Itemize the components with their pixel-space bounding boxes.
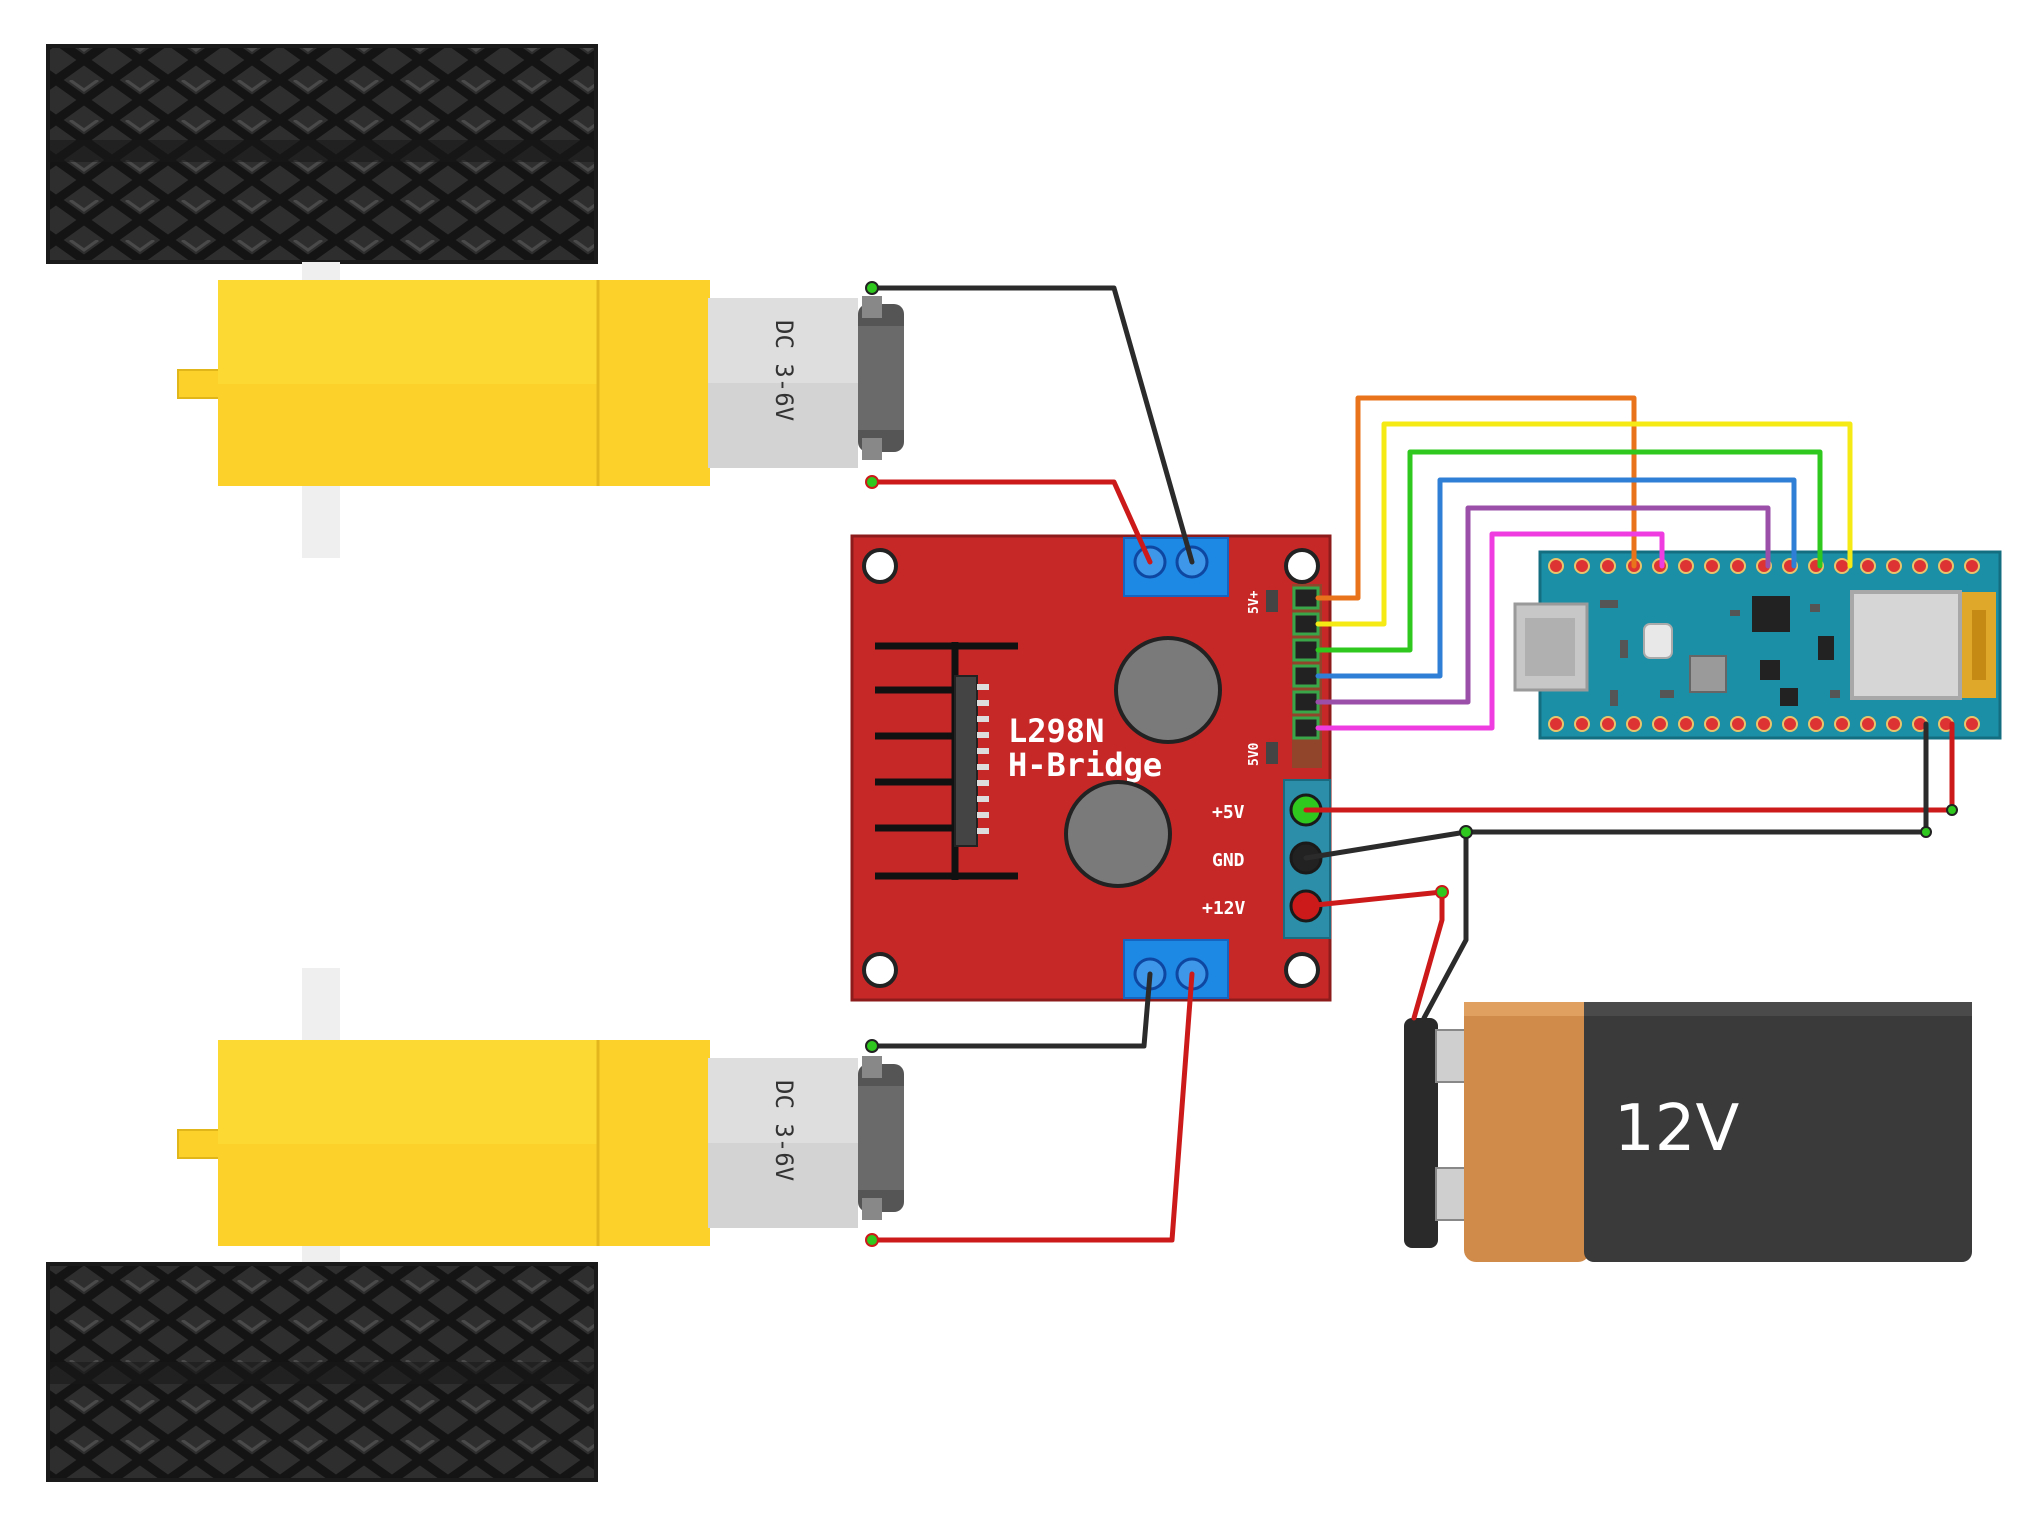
microcontroller-board <box>1513 550 2002 740</box>
wire-red-12v <box>1303 889 1445 1021</box>
wire-black-gnd-battery <box>1421 829 1469 1021</box>
mcu-pin[interactable] <box>1808 716 1824 732</box>
mcu-pin[interactable] <box>1678 558 1694 574</box>
header-top-label: 5V+ <box>1247 590 1262 614</box>
mcu-pin[interactable] <box>1652 716 1668 732</box>
motor-a-terminal-block <box>1123 537 1229 597</box>
capacitor <box>1114 636 1222 744</box>
mcu-chip <box>1689 655 1727 693</box>
l298n-driver-board: L298N H-Bridge 5V+ 5V0 <box>850 534 1332 1002</box>
mcu-pin[interactable] <box>1730 716 1746 732</box>
mcu-pin[interactable] <box>1834 716 1850 732</box>
battery-body-cap <box>1464 1002 1590 1262</box>
mcu-pin[interactable] <box>1782 716 1798 732</box>
header-pin-in4[interactable] <box>1292 690 1320 714</box>
top-motor-shaft <box>177 369 221 399</box>
wire-junctions <box>865 281 1958 1247</box>
header-pin-ena[interactable] <box>1292 586 1320 610</box>
power-label-5v: +5V <box>1212 802 1245 823</box>
wire-black-motor-b <box>869 971 1153 1049</box>
mcu-pin[interactable] <box>1574 558 1590 574</box>
wire-green-in2 <box>1315 449 1823 653</box>
header-pin-in1[interactable] <box>1292 612 1320 636</box>
battery: 12V <box>1404 1002 1972 1262</box>
top-motor-label: DC 3-6V <box>770 320 798 421</box>
mcu-pin[interactable] <box>1938 558 1954 574</box>
top-motor: DC 3-6V <box>177 262 904 558</box>
mcu-pin[interactable] <box>1704 716 1720 732</box>
mcu-pin[interactable] <box>1860 558 1876 574</box>
top-wheel <box>46 44 598 264</box>
l298n-chip <box>954 675 978 847</box>
bottom-motor-label: DC 3-6V <box>770 1080 798 1181</box>
mcu-pin[interactable] <box>1600 558 1616 574</box>
mcu-pin[interactable] <box>1548 716 1564 732</box>
wire-magenta-enb <box>1315 531 1665 731</box>
header-bottom-label: 5V0 <box>1247 742 1262 766</box>
mcu-bottom-pin-row <box>1548 716 1980 732</box>
wire-purple-in4 <box>1315 505 1771 705</box>
battery-clip <box>1404 1018 1438 1248</box>
bottom-wheel <box>46 1262 598 1482</box>
mcu-pin[interactable] <box>1730 558 1746 574</box>
mcu-pin[interactable] <box>1574 716 1590 732</box>
mcu-pin[interactable] <box>1756 716 1772 732</box>
power-label-gnd: GND <box>1212 850 1245 871</box>
mcu-pin[interactable] <box>1600 716 1616 732</box>
battery-body <box>1584 1002 1972 1262</box>
driver-pcb <box>850 534 1332 1002</box>
mcu-pin[interactable] <box>1964 558 1980 574</box>
reset-button[interactable] <box>1643 623 1673 659</box>
wire-black-gnd <box>1303 721 1929 861</box>
mcu-pin[interactable] <box>1704 558 1720 574</box>
mcu-pin[interactable] <box>1860 716 1876 732</box>
mcu-pin[interactable] <box>1834 558 1850 574</box>
header-pin-in3[interactable] <box>1292 664 1320 688</box>
wireless-module <box>1850 590 1962 700</box>
mcu-chip <box>1752 596 1790 632</box>
mounting-hole <box>1284 548 1320 584</box>
mcu-top-pin-row <box>1548 558 1980 574</box>
header-pin-enb[interactable] <box>1292 716 1320 740</box>
power-label-12v: +12V <box>1202 898 1246 919</box>
wire-red-motor-b <box>869 971 1195 1243</box>
battery-label: 12V <box>1614 1092 1739 1166</box>
header-pin-in2[interactable] <box>1292 638 1320 662</box>
driver-title-line1: L298N <box>1008 712 1104 750</box>
mounting-hole <box>862 952 898 988</box>
mcu-pin[interactable] <box>1626 716 1642 732</box>
driver-title-line2: H-Bridge <box>1008 746 1162 784</box>
wire-yellow-in1 <box>1315 421 1853 627</box>
bottom-motor-shaft <box>177 1129 221 1159</box>
mounting-hole <box>1284 952 1320 988</box>
mcu-pin[interactable] <box>1678 716 1694 732</box>
capacitor <box>1064 780 1172 888</box>
wire-black-motor-a <box>869 285 1195 565</box>
mounting-hole <box>862 548 898 584</box>
wires <box>869 285 1955 1243</box>
wire-red-motor-a <box>869 479 1153 565</box>
mcu-pin[interactable] <box>1912 558 1928 574</box>
motor-b-terminal-block <box>1123 939 1229 999</box>
mcu-pin[interactable] <box>1886 558 1902 574</box>
bottom-motor: DC 3-6V <box>177 968 904 1268</box>
mcu-pin[interactable] <box>1548 558 1564 574</box>
wire-blue-in3 <box>1315 477 1797 679</box>
mcu-pin[interactable] <box>1886 716 1902 732</box>
mcu-pin[interactable] <box>1964 716 1980 732</box>
